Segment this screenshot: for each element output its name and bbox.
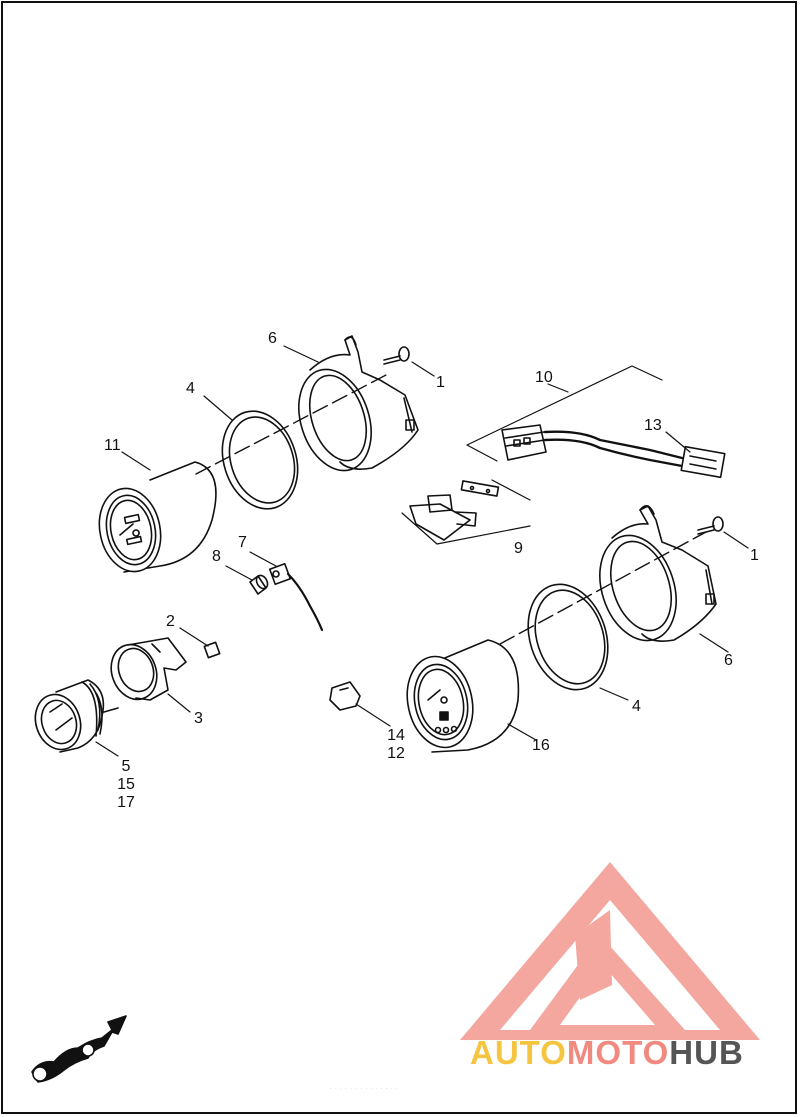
- callout-1-upper: 1: [436, 374, 445, 391]
- watermark-logo-icon: [460, 862, 760, 1040]
- gasket-ring-4-lower-icon: [527, 583, 609, 691]
- footer-faint-text: · · · · · · · · · · · · · ·: [330, 1086, 399, 1092]
- callout-11: 11: [104, 437, 121, 454]
- callout-7: 7: [238, 534, 247, 551]
- callout-10: 10: [535, 369, 553, 386]
- bulb-8-icon: [249, 574, 269, 595]
- screw-1-upper-icon: [383, 346, 410, 365]
- wiring-harness-10-icon: [501, 424, 684, 468]
- brand-auto: AUTO: [470, 1034, 567, 1071]
- socket-7-icon: [268, 562, 324, 632]
- callout-16: 16: [532, 737, 550, 754]
- callout-13: 13: [644, 417, 662, 434]
- center-line-lower: [499, 531, 707, 645]
- callout-8: 8: [212, 548, 221, 565]
- leader-bracket-9: [401, 479, 531, 545]
- leader-bracket-10: [466, 365, 663, 462]
- callout-15: 15: [117, 776, 135, 793]
- callout-6-lower: 6: [724, 652, 733, 669]
- front-direction-icon: [31, 1015, 127, 1083]
- gauge-housing-6-upper-icon: [298, 335, 419, 472]
- brand-moto: MOTO: [566, 1034, 670, 1071]
- connector-13-icon: [680, 445, 726, 479]
- callout-9: 9: [514, 540, 523, 557]
- gauge-5-icon: [34, 679, 119, 753]
- callout-4-lower: 4: [632, 698, 641, 715]
- callout-4-upper: 4: [186, 380, 195, 397]
- watermark-brand: AUTOMOTOHUB: [470, 1034, 795, 1074]
- callout-5: 5: [121, 758, 131, 775]
- callout-12: 12: [387, 745, 405, 762]
- callout-2: 2: [166, 613, 175, 630]
- gasket-ring-4-upper-icon: [221, 410, 299, 510]
- screw-1-lower-icon: [697, 516, 724, 535]
- callout-14-12: 14 12: [384, 727, 408, 763]
- callout-1-lower: 1: [750, 547, 759, 564]
- callout-6-upper: 6: [268, 330, 277, 347]
- callout-14: 14: [387, 727, 405, 744]
- terminal-14-icon: [329, 681, 361, 711]
- gauge-16-icon: [406, 639, 520, 753]
- gauge-housing-6-lower-icon: [599, 505, 717, 642]
- callout-17: 17: [117, 794, 135, 811]
- brand-hub: HUB: [669, 1034, 744, 1071]
- gauge-11-icon: [98, 461, 217, 573]
- fuse-holder-9-icon: [409, 480, 500, 541]
- leader-lines: [95, 345, 749, 757]
- center-line-upper: [195, 373, 389, 475]
- callout-3: 3: [194, 710, 203, 727]
- mount-bracket-3-icon: [110, 637, 187, 701]
- callout-5-15-17: 5 15 17: [114, 758, 138, 812]
